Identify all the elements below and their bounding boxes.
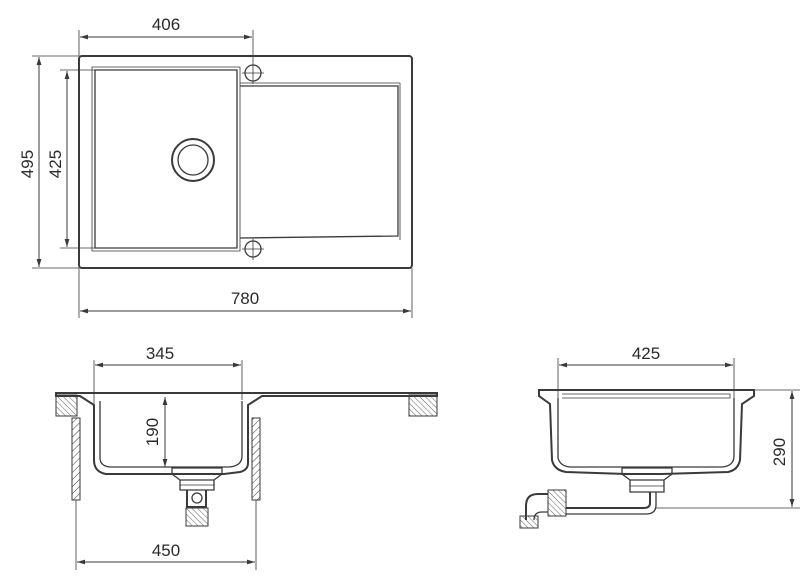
tap-hole-icon bbox=[242, 62, 264, 84]
sink-section-outline bbox=[55, 392, 438, 475]
dimension-label-side-425: 425 bbox=[632, 344, 660, 363]
cabinet-wall-right bbox=[251, 417, 261, 501]
dimension-label-406: 406 bbox=[152, 15, 180, 34]
sink-side-outline bbox=[538, 389, 755, 475]
dimension-label-495: 495 bbox=[18, 150, 37, 178]
siphon-icon bbox=[519, 467, 673, 529]
sink-outline bbox=[78, 55, 413, 269]
drainboard-outline bbox=[239, 85, 399, 239]
top-view: 406 495 425 780 bbox=[18, 15, 413, 318]
front-section-view: 345 190 450 bbox=[55, 344, 438, 570]
siphon-icon bbox=[171, 467, 223, 527]
dimension-label-450: 450 bbox=[152, 541, 180, 560]
dimension-label-425: 425 bbox=[46, 150, 65, 178]
dimension-label-190: 190 bbox=[143, 418, 162, 446]
cabinet-wall-left bbox=[71, 417, 81, 501]
dimension-label-345: 345 bbox=[146, 344, 174, 363]
drain-outlet-icon bbox=[171, 138, 215, 182]
tap-hole-icon bbox=[242, 238, 264, 260]
dimension-label-290: 290 bbox=[770, 438, 789, 466]
bowl-outline bbox=[94, 69, 238, 249]
side-section-view: 425 290 bbox=[519, 344, 800, 529]
dimension-label-780: 780 bbox=[231, 289, 259, 308]
